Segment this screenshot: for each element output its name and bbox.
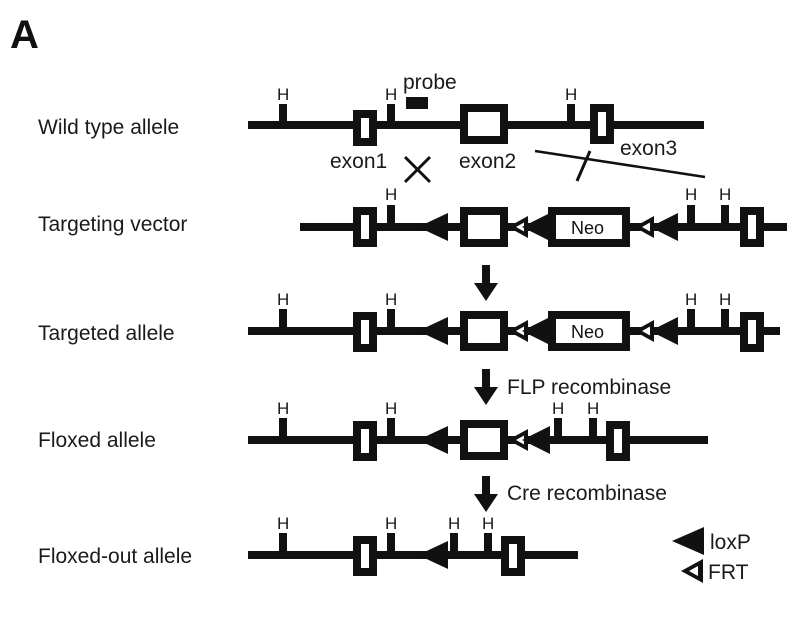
legend: loxP FRT	[672, 527, 751, 584]
floxed-out-backbone	[248, 551, 578, 559]
probe-label: probe	[403, 71, 457, 94]
h-site-label: H	[385, 290, 397, 309]
h-site-marker	[387, 309, 395, 327]
h-site-label: H	[482, 514, 494, 533]
loxp-site	[418, 317, 448, 345]
h-site-marker	[687, 309, 695, 327]
step-arrow-flp	[474, 369, 498, 405]
cre-recombinase-label: Cre recombinase	[507, 482, 667, 505]
panel-label: A	[10, 13, 39, 57]
h-site-label: H	[277, 399, 289, 418]
legend-loxp-label: loxP	[710, 531, 751, 554]
h-site-marker	[554, 418, 562, 436]
h-site-marker	[721, 205, 729, 223]
h-site-label: H	[565, 85, 577, 104]
neo-label: Neo	[571, 218, 604, 238]
loxp-site	[522, 317, 550, 345]
h-site-label: H	[277, 85, 289, 104]
h-site-marker	[279, 418, 287, 436]
exon3-label: exon3	[620, 137, 677, 160]
h-site-marker	[450, 533, 458, 551]
h-site-label: H	[448, 514, 460, 533]
h-site-marker	[279, 533, 287, 551]
wild-type-allele: H H H probe exon1 exon2 exon3	[248, 71, 706, 184]
h-site-marker	[589, 418, 597, 436]
h-site-marker	[387, 533, 395, 551]
h-site-label: H	[552, 399, 564, 418]
h-site-label: H	[385, 514, 397, 533]
loxp-site	[522, 213, 550, 241]
loxp-site	[650, 317, 678, 345]
h-site-label: H	[385, 85, 397, 104]
step-arrow-1	[474, 265, 498, 301]
h-site-label: H	[385, 185, 397, 204]
h-site-marker	[387, 104, 395, 121]
floxed-out-allele: H H H H	[248, 514, 578, 576]
h-site-label: H	[385, 399, 397, 418]
flp-recombinase-label: FLP recombinase	[507, 376, 671, 399]
h-site-label: H	[685, 290, 697, 309]
h-site-label: H	[685, 185, 697, 204]
h-site-marker	[567, 104, 575, 121]
exon1-label: exon1	[330, 150, 387, 173]
row-label-wild-type: Wild type allele	[38, 116, 179, 139]
loxp-site	[418, 426, 448, 454]
loxp-site	[650, 213, 678, 241]
floxed-allele: H H H H	[248, 399, 708, 461]
exon2-label: exon2	[459, 150, 516, 173]
h-site-marker	[279, 309, 287, 327]
step-arrow-cre	[474, 476, 498, 512]
row-label-floxed: Floxed allele	[38, 429, 156, 452]
loxp-site	[522, 426, 550, 454]
loxp-site	[418, 213, 448, 241]
h-site-marker	[387, 205, 395, 223]
h-site-marker	[721, 309, 729, 327]
row-label-targeting-vector: Targeting vector	[38, 213, 187, 236]
h-site-label: H	[719, 290, 731, 309]
legend-frt-label: FRT	[708, 561, 749, 584]
loxp-site	[418, 541, 448, 569]
neo-label: Neo	[571, 322, 604, 342]
row-label-floxed-out: Floxed-out allele	[38, 545, 192, 568]
legend-loxp-icon	[672, 527, 704, 555]
h-site-marker	[387, 418, 395, 436]
homology-line	[534, 149, 706, 179]
targeting-vector: H H H Neo	[300, 185, 787, 247]
probe-mark	[406, 97, 428, 109]
row-label-targeted: Targeted allele	[38, 322, 175, 345]
h-site-marker	[484, 533, 492, 551]
h-site-label: H	[719, 185, 731, 204]
homology-cross	[575, 150, 592, 182]
h-site-marker	[279, 104, 287, 121]
h-site-marker	[687, 205, 695, 223]
h-site-label: H	[277, 514, 289, 533]
h-site-label: H	[277, 290, 289, 309]
h-site-label: H	[587, 399, 599, 418]
targeted-allele: H H H H Neo	[248, 290, 780, 352]
